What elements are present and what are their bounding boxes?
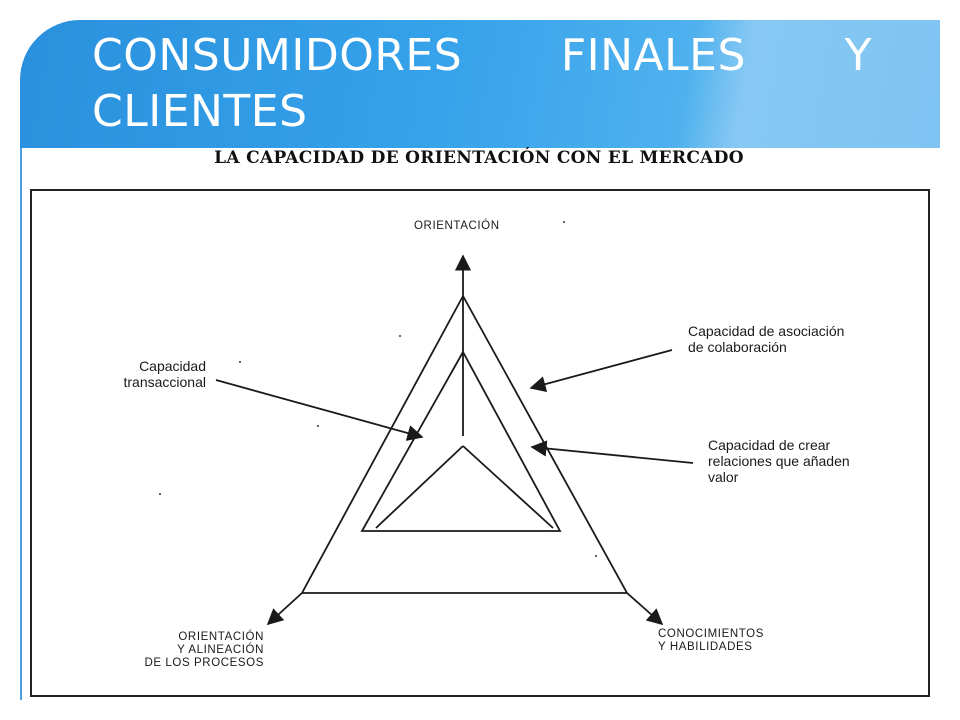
scan-speck (239, 361, 241, 363)
axis-label-orientacion: ORIENTACIÓN (414, 220, 500, 232)
slide-title: CONSUMIDORES FINALES Y CLIENTES (92, 28, 872, 140)
center-left-line (375, 445, 464, 529)
callout-arrow-transaccional (215, 379, 424, 441)
scan-speck (399, 335, 401, 337)
callout-line: transaccional (123, 374, 207, 390)
axis-label-line: ORIENTACIÓN (178, 631, 264, 643)
axis-label-conocimientos: CONOCIMIENTOS Y HABILIDADES (658, 628, 764, 654)
title-word-consumidores: CONSUMIDORES (92, 30, 463, 81)
axis-arrow-bottom-right (626, 592, 664, 626)
axis-label-line: CONOCIMIENTOS (658, 628, 764, 640)
scan-speck (317, 425, 319, 427)
callout-line: Capacidad (139, 358, 206, 374)
axis-label-line: Y HABILIDADES (658, 641, 753, 653)
axis-label-line: DE LOS PROCESOS (144, 657, 264, 669)
callout-arrow-asociacion (529, 349, 673, 393)
callout-transaccional: Capacidad transaccional (96, 358, 207, 390)
callout-line: de colaboración (688, 339, 787, 355)
callout-line: relaciones que añaden (708, 453, 850, 469)
scan-speck (595, 555, 597, 557)
left-accent-rule (20, 148, 22, 700)
callout-line: valor (708, 469, 739, 485)
title-banner: CONSUMIDORES FINALES Y CLIENTES (20, 20, 940, 148)
inner-triangle (360, 350, 562, 532)
scan-speck (563, 221, 565, 223)
figure-frame (30, 189, 930, 697)
callout-line: Capacidad de asociación (688, 323, 845, 339)
axis-label-line: Y ALINEACIÓN (177, 644, 264, 656)
callout-relaciones: Capacidad de crear relaciones que añaden… (708, 437, 850, 485)
title-word-y: Y (844, 30, 872, 81)
title-word-finales: FINALES (560, 30, 746, 81)
center-right-line (462, 445, 554, 529)
slide-title-line-2: CLIENTES (92, 86, 308, 137)
callout-asociacion: Capacidad de asociación de colaboración (688, 323, 844, 355)
slide-title-line-1: CONSUMIDORES FINALES Y (92, 28, 872, 84)
outer-triangle (300, 294, 629, 594)
axis-arrow-bottom-left (266, 592, 303, 626)
callout-arrow-relaciones (530, 440, 694, 464)
scan-speck (159, 493, 161, 495)
axis-label-orientacion-procesos: ORIENTACIÓN Y ALINEACIÓN DE LOS PROCESOS (118, 631, 264, 670)
callout-line: Capacidad de crear (708, 437, 831, 453)
figure-title: LA CAPACIDAD DE ORIENTACIÓN CON EL MERCA… (214, 148, 744, 168)
